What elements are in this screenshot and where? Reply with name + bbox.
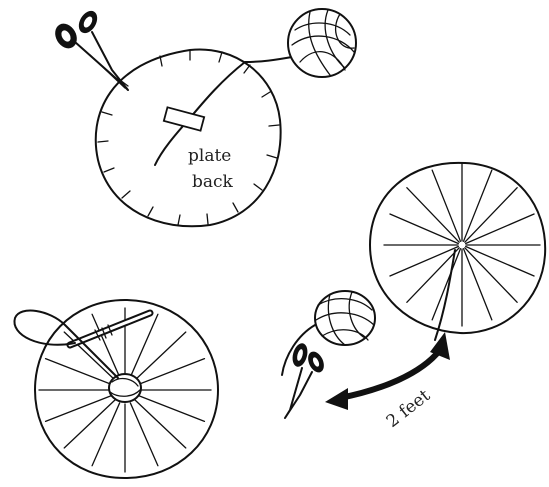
warp-spoke (464, 249, 492, 320)
warp-spoke (432, 170, 460, 241)
scissors-icon (51, 8, 128, 90)
warp-spoke (46, 395, 113, 421)
tape-icon (164, 107, 204, 130)
yarn-ball-icon (288, 9, 356, 77)
warp-spoke (390, 214, 458, 243)
plate-label-line2: back (192, 172, 234, 192)
panel-warped-plate: 2 feet (282, 163, 545, 432)
warp-spoke (464, 170, 492, 241)
warp-spoke (407, 188, 459, 242)
panel-plate-back: plate back (51, 8, 356, 227)
warp-spoke (92, 403, 120, 466)
warped-plate (370, 163, 545, 333)
warp-spoke (466, 214, 534, 243)
warp-spoke (138, 395, 205, 421)
panel-weaving (14, 300, 218, 478)
warp-spoke (130, 314, 158, 377)
plate-label-line1: plate (188, 146, 231, 166)
warp-spoke (465, 248, 517, 302)
distance-label: 2 feet (383, 386, 434, 432)
warp-spoke (135, 332, 186, 380)
warp-spoke (465, 188, 517, 242)
warp-spoke (432, 249, 460, 320)
yarn-ball-icon (315, 291, 375, 345)
paper-plate-back (96, 49, 281, 226)
warp-spoke (138, 359, 205, 385)
warp-spoke (130, 403, 158, 466)
warp-spoke (64, 400, 115, 448)
warp-spoke (135, 400, 186, 448)
warp-spoke (466, 247, 534, 276)
needle-icon (70, 313, 150, 345)
scissors-icon (285, 342, 327, 418)
warp-spoke (390, 247, 458, 276)
warp-spokes (384, 164, 540, 326)
